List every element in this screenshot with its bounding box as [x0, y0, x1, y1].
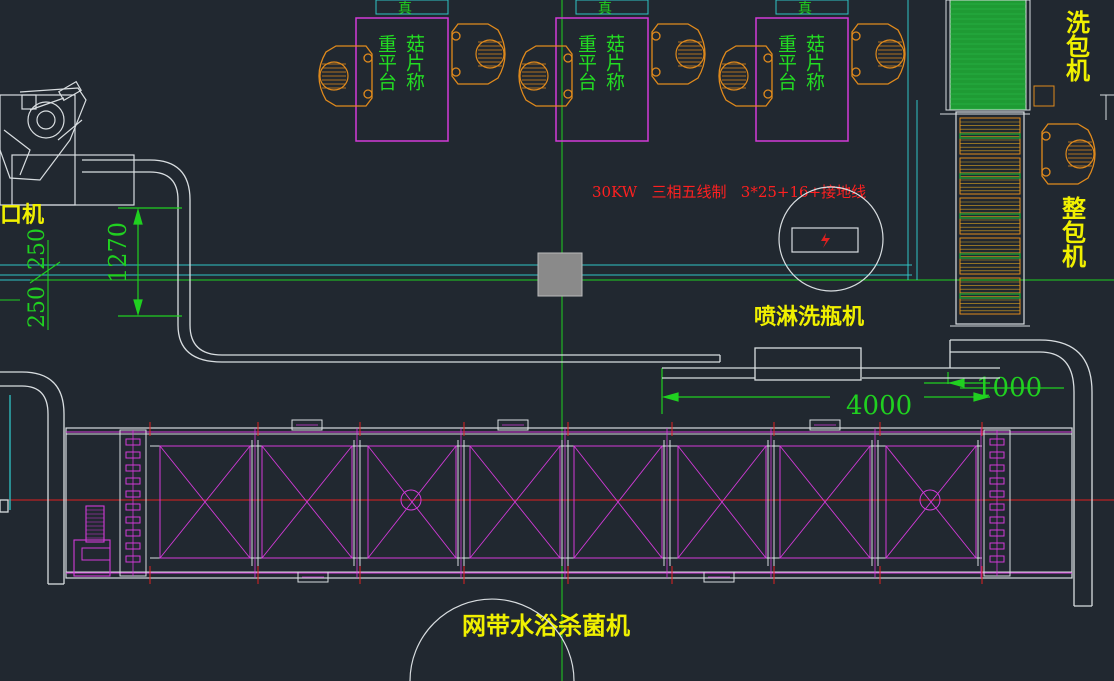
dimension-4000 [661, 368, 991, 414]
conveyor-left [0, 371, 65, 585]
conveyor-washer [662, 339, 1093, 607]
sealer-machine [0, 80, 135, 206]
operator-topview-icon [318, 45, 373, 107]
wash-bag-label: 洗包机 [1062, 10, 1091, 83]
operator-topview-icon [718, 45, 773, 107]
spray-washer-label: 喷淋洗瓶机 [754, 304, 864, 330]
weighing-station-2: 真 菇片称 重平台 [555, 0, 649, 142]
electrical-cabinet [778, 186, 884, 292]
arrange-bag-label: 整包机 [1058, 196, 1087, 269]
operator-topview-icon [518, 45, 573, 107]
sterilizer-machine [65, 419, 1073, 584]
weighing-station-3: 真 菇片称 重平台 [755, 0, 849, 142]
station-label-line2: 重平台 [775, 34, 797, 91]
operator-topview-icon [1041, 123, 1096, 185]
operator-topview-icon-group [318, 23, 1096, 185]
station-top-mark: 真 [798, 1, 812, 17]
weighing-station-1: 真 菇片称 重平台 [355, 0, 449, 142]
sealer-label: 口机 [0, 202, 44, 228]
junction-block [537, 252, 583, 297]
station-label-line1: 菇片称 [403, 34, 425, 91]
dimension-250-value-b: 250 [25, 286, 50, 328]
dimension-1270 [118, 207, 182, 317]
bottom-equipment-outline [409, 598, 575, 681]
station-label-line1: 菇片称 [603, 34, 625, 91]
station-top-mark: 真 [398, 1, 412, 17]
operator-topview-icon [451, 23, 506, 85]
dimension-1270-value: 1270 [104, 222, 132, 283]
dimension-250-value-a: 250 [25, 228, 50, 270]
station-label-line1: 菇片称 [803, 34, 825, 91]
station-top-mark: 真 [598, 1, 612, 17]
station-label-line2: 重平台 [575, 34, 597, 91]
arrange-bag-machine [940, 111, 1030, 327]
operator-topview-icon [651, 23, 706, 85]
wash-bag-conveyor [945, 0, 1114, 120]
station-label-line2: 重平台 [375, 34, 397, 91]
conveyor-upper [82, 159, 721, 363]
spray-washer-body [754, 347, 862, 381]
dimension-4000-value: 4000 [846, 391, 912, 421]
lightning-bolt-icon [821, 233, 830, 248]
sterilizer-label: 网带水浴杀菌机 [462, 611, 630, 640]
dimension-250 [0, 240, 61, 330]
power-spec-label: 30KW 三相五线制 3*25+16+接地线 [592, 183, 866, 201]
operator-topview-icon [851, 23, 906, 85]
